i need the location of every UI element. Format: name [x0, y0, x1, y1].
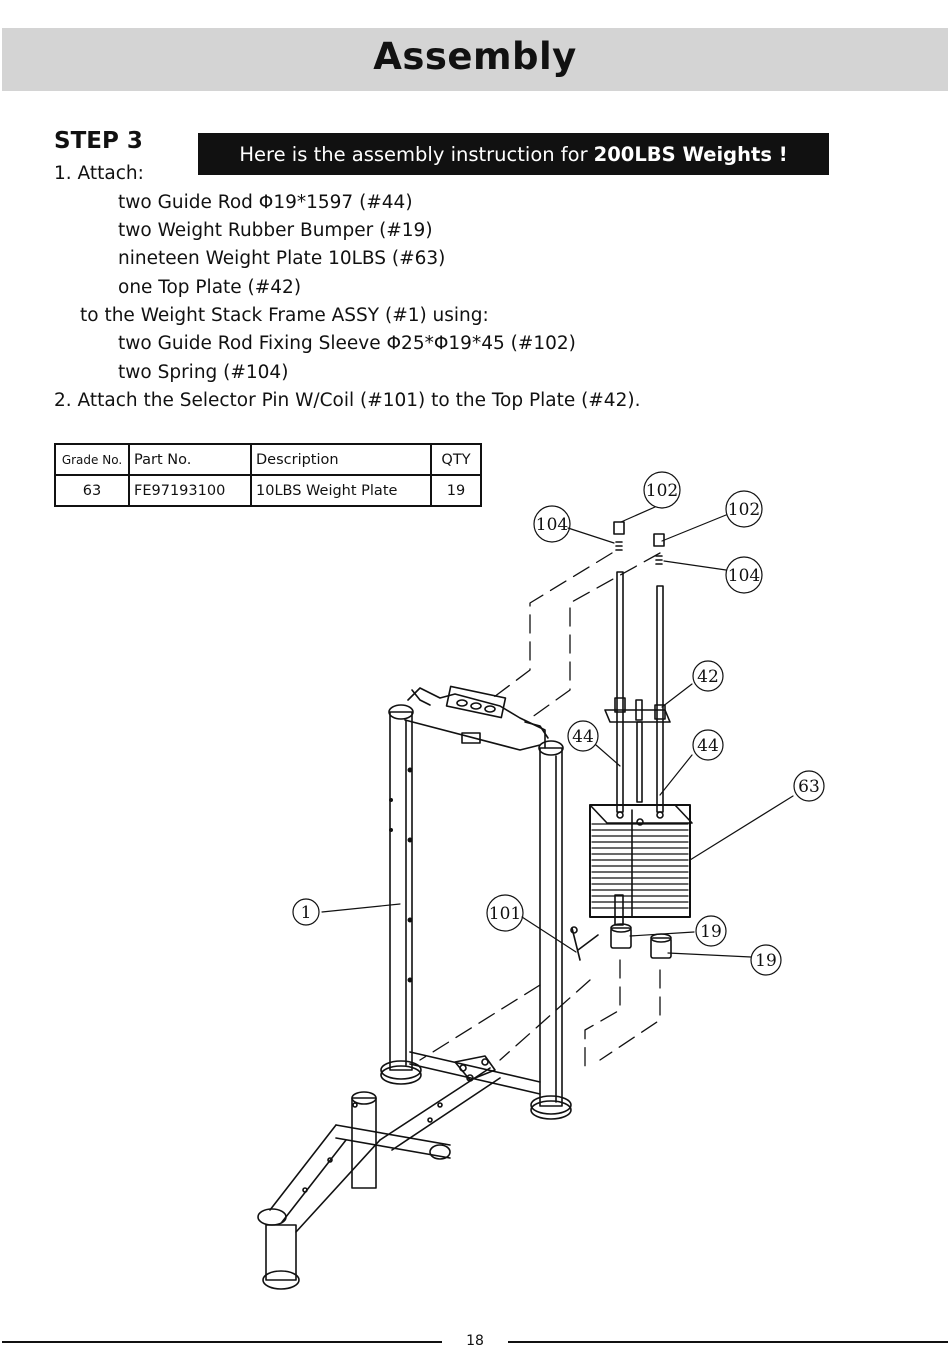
- table-cell: FE97193100: [128, 474, 252, 507]
- callout-label: 102: [728, 500, 760, 520]
- table-header-cell: Description: [250, 443, 432, 476]
- frame-bottom-crossbar: [409, 1051, 541, 1095]
- notice-bar: Here is the assembly instruction for 200…: [198, 133, 829, 175]
- frame-right-post: [530, 740, 572, 1120]
- instruction-line: one Top Plate (#42): [118, 277, 302, 298]
- callout-leaders: [321, 506, 794, 958]
- instruction-line: 1. Attach:: [54, 163, 144, 184]
- frame-bolt-holes: [389, 767, 413, 983]
- table-header-cell: Grade No.: [54, 443, 130, 476]
- callout-label: 63: [798, 777, 820, 797]
- top-plate: [604, 697, 671, 803]
- callout-label: 19: [755, 951, 777, 971]
- instruction-line: two Weight Rubber Bumper (#19): [118, 220, 433, 241]
- table-cell: 63: [54, 474, 130, 507]
- notice-bold: 200LBS Weights !: [593, 142, 788, 166]
- footer-rule-right: [508, 1341, 948, 1343]
- callout-circles: [292, 471, 825, 976]
- callout-label: 42: [697, 667, 719, 687]
- page-title: Assembly: [373, 35, 577, 78]
- weight-plate-lines: [591, 823, 689, 909]
- notice-prefix: Here is the assembly instruction for: [239, 142, 588, 166]
- callout-label: 19: [700, 922, 722, 942]
- table-row: 63 FE97193100 10LBS Weight Plate 19: [54, 474, 482, 507]
- rod-sleeves-springs: [613, 521, 665, 565]
- instruction-line: nineteen Weight Plate 10LBS (#63): [118, 248, 446, 269]
- page-number: 18: [466, 1333, 484, 1349]
- instruction-line: two Spring (#104): [118, 362, 289, 383]
- selector-pin: [570, 926, 599, 961]
- dashed-guide-lines: [419, 552, 661, 1071]
- footer-rule-left: [2, 1341, 442, 1343]
- table-header-cell: Part No.: [128, 443, 252, 476]
- table-header-row: Grade No. Part No. Description QTY: [54, 443, 482, 476]
- base-foot-assembly: [257, 1067, 501, 1290]
- instruction-line: 2. Attach the Selector Pin W/Coil (#101)…: [54, 390, 641, 411]
- frame-top-crossbar: [404, 685, 549, 751]
- step-title: STEP 3: [54, 128, 143, 154]
- instruction-line: to the Weight Stack Frame ASSY (#1) usin…: [80, 305, 489, 326]
- callout-label: 104: [536, 515, 568, 535]
- callout-label: 102: [646, 481, 678, 501]
- parts-table: Grade No. Part No. Description QTY 63 FE…: [54, 443, 482, 507]
- table-cell: 10LBS Weight Plate: [250, 474, 432, 507]
- table-header-cell: QTY: [430, 443, 482, 476]
- callout-label: 1: [301, 903, 312, 923]
- weight-stack: [589, 804, 693, 918]
- callout-label: 101: [489, 904, 521, 924]
- callout-label: 104: [728, 566, 760, 586]
- table-cell: 19: [430, 474, 482, 507]
- callout-label: 44: [697, 736, 719, 756]
- instruction-line: two Guide Rod Fixing Sleeve Φ25*Φ19*45 (…: [118, 333, 576, 354]
- callout-label: 44: [572, 727, 594, 747]
- frame-left-post: [380, 704, 422, 1085]
- instruction-line: two Guide Rod Φ19*1597 (#44): [118, 192, 413, 213]
- rubber-bumpers: [610, 923, 672, 959]
- header-band: [2, 28, 948, 91]
